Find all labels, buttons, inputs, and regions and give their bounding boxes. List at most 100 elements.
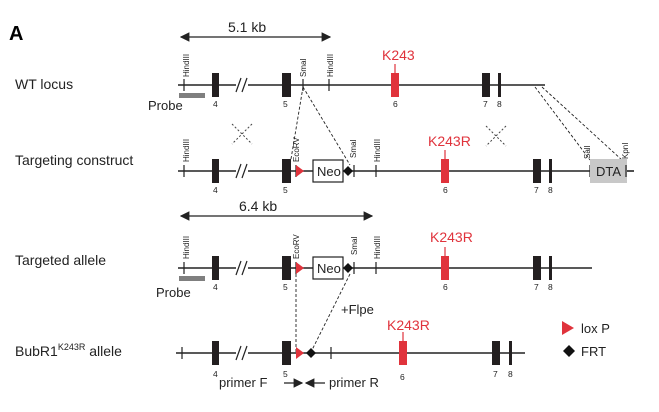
connector-dashed	[534, 86, 591, 161]
exon-8	[549, 256, 552, 280]
row-label-construct: Targeting construct	[15, 152, 133, 168]
exon-4-label: 4	[213, 282, 218, 292]
exon-8	[498, 73, 501, 97]
legend-loxp-symbol	[562, 321, 574, 335]
exon-5	[282, 73, 291, 97]
legend-frt-label: FRT	[581, 344, 606, 359]
k243r-break-mark	[241, 345, 248, 361]
wt-size-label: 5.1 kb	[228, 19, 266, 35]
targeted-allele: 6.4 kb Targeted allele HindIII Probe 4 5…	[15, 198, 592, 300]
exon-4-label: 4	[213, 369, 218, 379]
exon-5-label: 5	[283, 282, 288, 292]
exon-4	[212, 341, 219, 365]
kpni-label: KpnI	[621, 143, 630, 159]
sali-label: SalI	[583, 145, 592, 159]
legend: lox P FRT	[562, 321, 610, 359]
primer-f-label: primer F	[219, 375, 267, 390]
construct-break-mark	[241, 163, 248, 179]
exon-6-label: 6	[393, 99, 398, 109]
wt-locus: 5.1 kb WT locus HindIII Probe 4 5 SmaI H…	[15, 19, 545, 113]
exon-6-k243r	[441, 256, 449, 280]
k243r-break-mark	[235, 345, 242, 361]
loxp-site	[296, 262, 304, 274]
bubr1-k243r-allele: BubR1K243R allele 4 5 K243R 6 7 8 primer…	[15, 317, 525, 390]
exon-4-label: 4	[213, 185, 218, 195]
wt-break-mark	[241, 77, 248, 93]
crossover-left	[231, 123, 253, 145]
smai-label: SmaI	[350, 236, 359, 255]
frt-site	[306, 348, 316, 358]
exon-7	[492, 341, 500, 365]
neo-label: Neo	[317, 164, 341, 179]
neo-label: Neo	[317, 261, 341, 276]
exon-4	[212, 256, 219, 280]
connector-dashed	[541, 86, 623, 161]
row-label-k243r-suffix: allele	[85, 343, 122, 359]
dta-box	[590, 159, 627, 183]
exon-6-k243r	[399, 341, 407, 365]
exon-8-label: 8	[548, 185, 553, 195]
exon-8-label: 8	[497, 99, 502, 109]
exon-4-label: 4	[213, 99, 218, 109]
connector-dashed	[302, 86, 351, 166]
connector-dashed	[310, 273, 351, 353]
smai-label: SmaI	[349, 139, 358, 158]
primer-r-label: primer R	[329, 375, 379, 390]
targeted-size-label: 6.4 kb	[239, 198, 277, 214]
exon-8-label: 8	[548, 282, 553, 292]
hindiii-label: HindIII	[373, 139, 382, 162]
exon-4	[212, 159, 219, 183]
crossover-right	[485, 125, 507, 147]
k243r-label: K243R	[387, 317, 430, 333]
exon-6-label: 6	[443, 282, 448, 292]
hindiii-label: HindIII	[326, 54, 335, 77]
row-label-targeted: Targeted allele	[15, 252, 106, 268]
exon-8-label: 8	[508, 369, 513, 379]
dta-label: DTA	[596, 164, 621, 179]
probe-label: Probe	[148, 98, 183, 113]
exon-6-label: 6	[443, 185, 448, 195]
loxp-site	[296, 347, 304, 359]
exon-7-label: 7	[534, 282, 539, 292]
hindiii-label: HindIII	[182, 236, 191, 259]
frt-site	[343, 263, 353, 273]
row-label-k243r-sup: K243R	[58, 342, 86, 352]
k243r-label: K243R	[428, 133, 471, 149]
frt-site	[343, 166, 353, 176]
construct-break-mark	[235, 163, 242, 179]
targeting-construct: Targeting construct HindIII 4 5 EcoRV Ne…	[15, 133, 634, 195]
exon-5-label: 5	[283, 185, 288, 195]
flpe-label: +Flpe	[341, 302, 374, 317]
exon-6-k243	[391, 73, 399, 97]
wt-break-mark	[235, 77, 242, 93]
probe-label: Probe	[156, 285, 191, 300]
exon-7	[533, 159, 541, 183]
hindiii-label: HindIII	[182, 139, 191, 162]
row-label-k243r-prefix: BubR1	[15, 343, 58, 359]
loxp-site	[296, 165, 304, 177]
exon-7-label: 7	[493, 369, 498, 379]
exon-7-label: 7	[483, 99, 488, 109]
targeted-break-mark	[235, 260, 242, 276]
exon-6-k243r	[441, 159, 449, 183]
probe-bar	[179, 93, 205, 98]
exon-7	[533, 256, 541, 280]
exon-5-label: 5	[283, 369, 288, 379]
panel-label: A	[9, 23, 23, 45]
exon-4	[212, 73, 219, 97]
connector-dashed	[289, 86, 304, 166]
row-label-wt: WT locus	[15, 76, 73, 92]
exon-6-label: 6	[400, 372, 405, 382]
exon-5	[282, 256, 291, 280]
legend-loxp-label: lox P	[581, 321, 610, 336]
hindiii-label: HindIII	[373, 236, 382, 259]
exon-7-label: 7	[534, 185, 539, 195]
ecorv-label: EcoRV	[292, 234, 301, 259]
row-label-k243r: BubR1K243R allele	[15, 342, 122, 359]
exon-8	[549, 159, 552, 183]
targeted-break-mark	[241, 260, 248, 276]
exon-7	[482, 73, 490, 97]
smai-label: SmaI	[299, 58, 308, 77]
ecorv-label: EcoRV	[292, 137, 301, 162]
